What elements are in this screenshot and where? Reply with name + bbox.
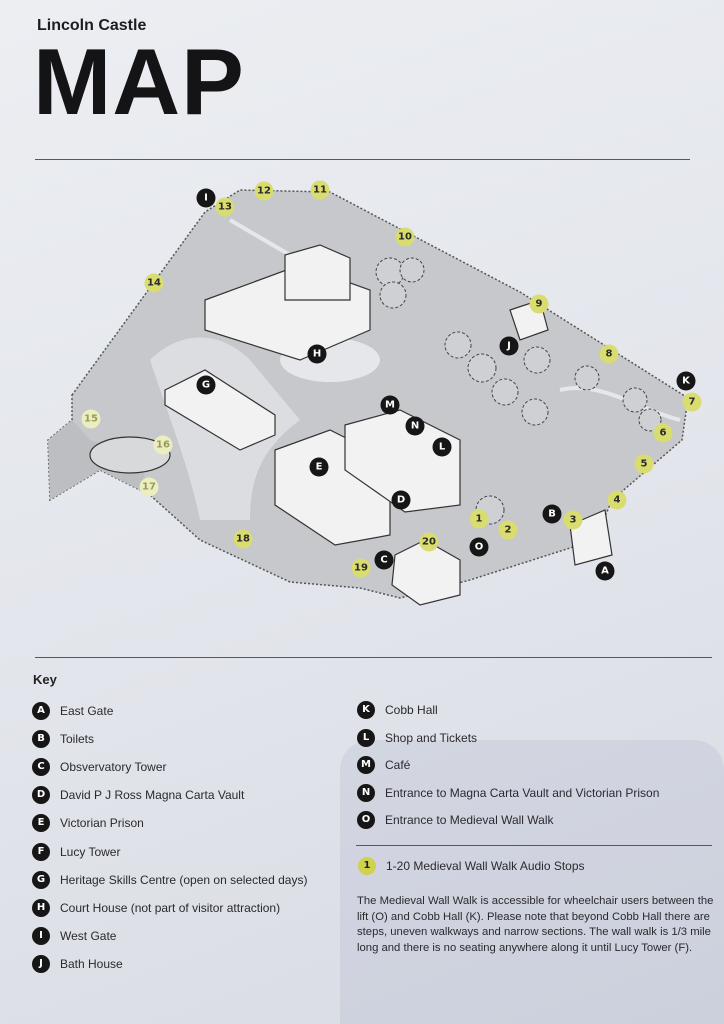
location-marker-a: A — [595, 561, 615, 581]
key-label: Bath House — [60, 956, 123, 971]
letter-badge-icon: M — [357, 756, 375, 775]
audio-stop-marker-1: 1 — [469, 509, 489, 529]
key-label: Entrance to Medieval Wall Walk — [385, 813, 554, 828]
key-label: Heritage Skills Centre (open on selected… — [60, 872, 308, 887]
key-item-b: B Toilets — [32, 730, 95, 749]
key-label: Entrance to Magna Carta Vault and Victor… — [385, 785, 660, 800]
key-item-h: H Court House (not part of visitor attrac… — [32, 898, 281, 917]
location-marker-l: L — [432, 437, 452, 457]
trees — [375, 257, 662, 525]
audio-stop-marker-11: 11 — [310, 180, 330, 200]
key-label: Victorian Prison — [60, 816, 144, 831]
key-item-f: F Lucy Tower — [32, 842, 121, 861]
letter-badge-icon: D — [32, 786, 50, 805]
castle-map — [47, 189, 689, 606]
accessibility-note: The Medieval Wall Walk is accessible for… — [357, 895, 714, 954]
audio-stop-marker-18: 18 — [233, 529, 253, 549]
key-item-k: K Cobb Hall — [357, 701, 438, 719]
divider-middle — [35, 657, 712, 658]
letter-badge-icon: G — [32, 870, 50, 889]
letter-badge-icon: I — [32, 926, 50, 945]
location-marker-g: G — [196, 375, 216, 395]
key-label: Toilets — [60, 732, 95, 747]
letter-badge-icon: H — [32, 898, 50, 917]
key-label: Obsvervatory Tower — [60, 760, 167, 775]
key-label: Shop and Tickets — [385, 730, 478, 745]
audio-stop-marker-14: 14 — [144, 273, 164, 293]
audio-stop-marker-16: 16 — [153, 435, 173, 455]
audio-stop-marker-9: 9 — [529, 294, 549, 314]
key-item-a: A East Gate — [32, 702, 113, 720]
audio-stop-marker-20: 20 — [419, 532, 439, 552]
letter-badge-icon: B — [32, 730, 50, 749]
key-item-n: N Entrance to Magna Carta Vault and Victo… — [357, 783, 660, 802]
audio-stop-marker-7: 7 — [682, 392, 702, 412]
audio-stop-marker-13: 13 — [215, 197, 235, 217]
key-label: West Gate — [60, 928, 117, 943]
key-label: 1-20 Medieval Wall Walk Audio Stops — [386, 859, 585, 873]
key-label: East Gate — [60, 704, 114, 718]
key-item-l: L Shop and Tickets — [357, 728, 478, 747]
letter-badge-icon: C — [32, 758, 50, 777]
letter-badge-icon: K — [357, 701, 375, 719]
key-item-c: C Obsvervatory Tower — [32, 758, 167, 777]
buildings — [89, 244, 613, 606]
audio-stop-marker-6: 6 — [653, 423, 673, 443]
location-marker-j: J — [499, 336, 519, 356]
audio-stop-marker-10: 10 — [395, 227, 415, 247]
location-marker-i: I — [196, 188, 216, 208]
audio-stop-marker-5: 5 — [634, 454, 654, 474]
key-label: Court House (not part of visitor attract… — [60, 900, 281, 915]
location-marker-e: E — [309, 457, 329, 477]
location-marker-d: D — [391, 490, 411, 510]
page-title: MAP — [33, 29, 245, 134]
key-item-g: G Heritage Skills Centre (open on selecte… — [32, 870, 308, 889]
letter-badge-icon: A — [32, 702, 50, 720]
letter-badge-icon: J — [32, 954, 50, 973]
audio-stop-marker-2: 2 — [498, 520, 518, 540]
letter-badge-icon: F — [32, 842, 50, 861]
audio-stop-marker-19: 19 — [351, 558, 371, 578]
key-label: Lucy Tower — [60, 844, 121, 859]
location-marker-c: C — [374, 550, 394, 570]
letter-badge-icon: E — [32, 814, 50, 833]
audio-stop-marker-12: 12 — [254, 181, 274, 201]
divider-key — [356, 845, 712, 846]
audio-stop-marker-4: 4 — [607, 490, 627, 510]
letter-badge-icon: N — [357, 783, 375, 802]
location-marker-m: M — [380, 395, 400, 415]
key-label: David P J Ross Magna Carta Vault — [60, 788, 245, 803]
divider-top — [35, 159, 690, 160]
key-label: Cobb Hall — [385, 703, 438, 717]
key-item-m: M Café — [357, 756, 411, 775]
audio-stop-marker-3: 3 — [563, 510, 583, 530]
audio-stop-marker-8: 8 — [599, 344, 619, 364]
location-marker-o: O — [469, 537, 489, 557]
audio-stop-marker-15: 15 — [81, 409, 101, 429]
key-item-o: O Entrance to Medieval Wall Walk — [357, 811, 554, 830]
audio-stop-marker-17: 17 — [139, 477, 159, 497]
shadow-overlay — [340, 740, 724, 1024]
site-name: Lincoln Castle — [37, 17, 147, 34]
key-item-i: I West Gate — [32, 926, 117, 945]
key-audio-stops: 1 1-20 Medieval Wall Walk Audio Stops — [358, 857, 585, 875]
key-item-j: J Bath House — [32, 954, 123, 973]
location-marker-h: H — [307, 344, 327, 364]
audio-stop-icon: 1 — [358, 857, 376, 875]
key-title: Key — [33, 672, 57, 687]
location-marker-k: K — [676, 371, 696, 391]
key-label: Café — [385, 758, 411, 773]
key-item-e: E Victorian Prison — [32, 814, 144, 833]
key-item-d: D David P J Ross Magna Carta Vault — [32, 786, 245, 805]
letter-badge-icon: L — [357, 728, 375, 747]
location-marker-b: B — [542, 504, 562, 524]
letter-badge-icon: O — [357, 811, 375, 830]
location-marker-n: N — [405, 416, 425, 436]
